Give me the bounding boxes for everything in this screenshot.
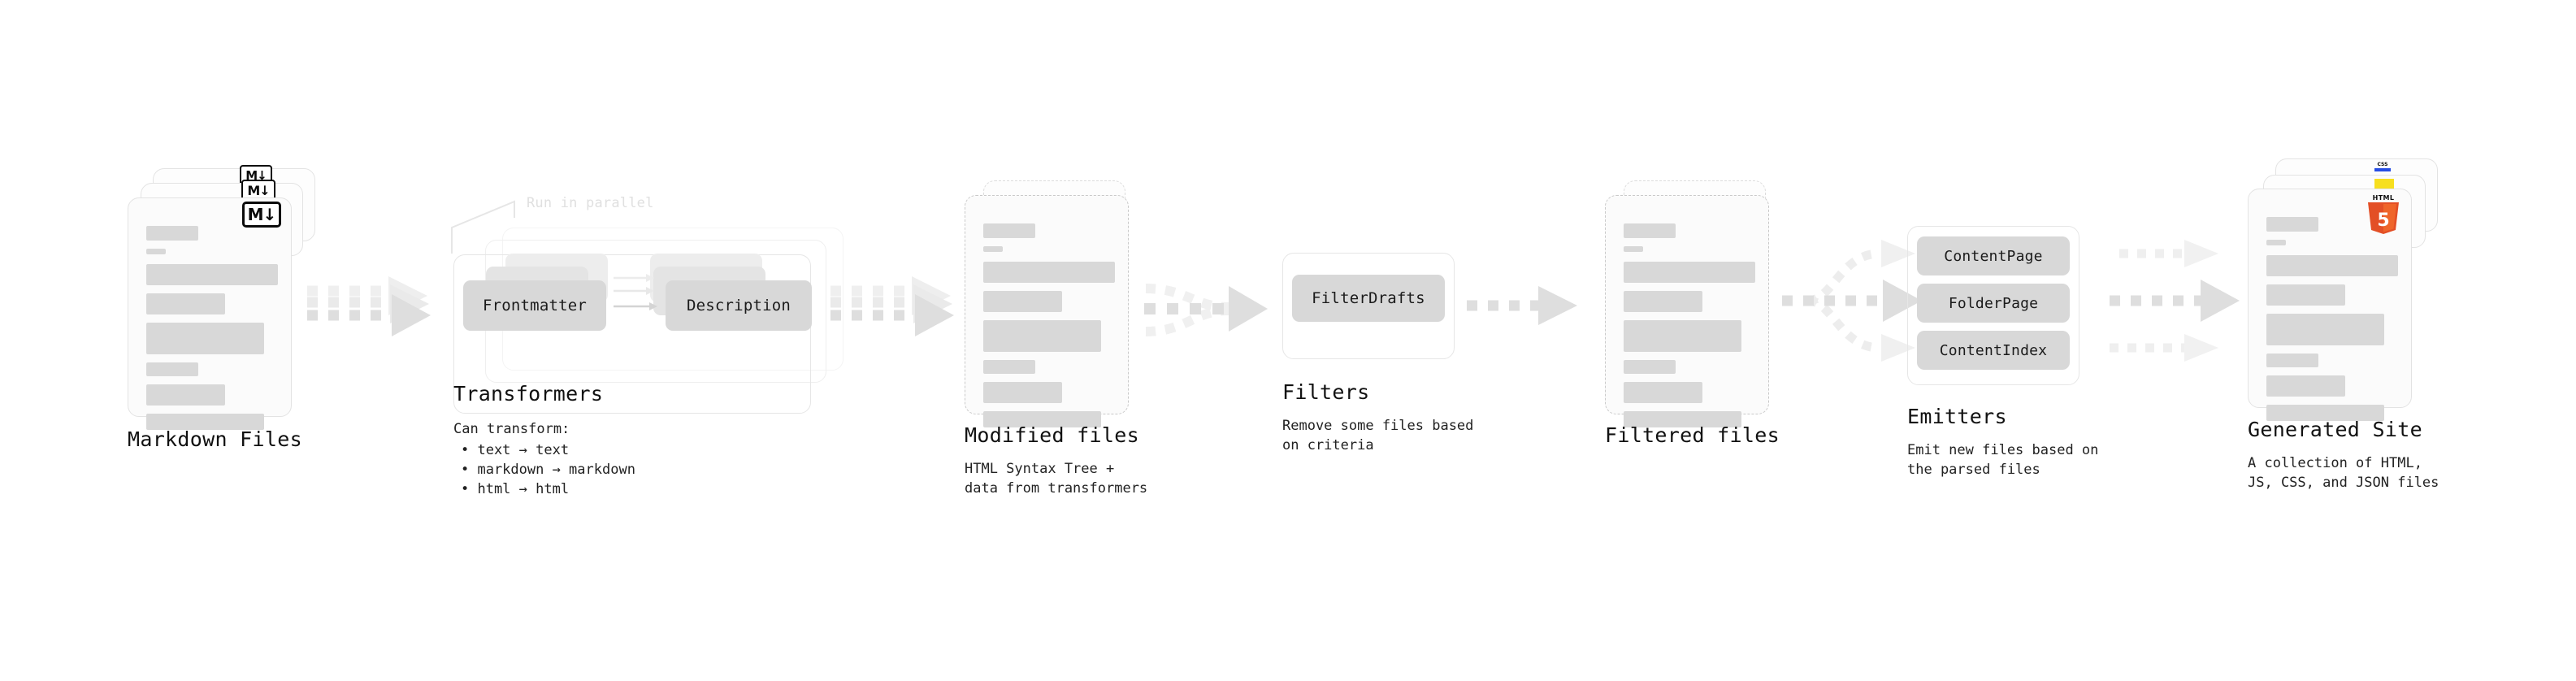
content-bar (983, 291, 1062, 312)
arrow-modified-to-filters (1144, 284, 1268, 336)
arrow-emitters-to-site (2110, 240, 2240, 362)
bullet-item: • text → text (461, 442, 570, 458)
content-bar (983, 382, 1062, 403)
content-bar (2266, 217, 2318, 232)
transformers-bullets: • text → text • markdown → markdown • ht… (461, 440, 635, 499)
stage-title-generated-site: Generated Site (2248, 418, 2422, 441)
emitter-chip-contentindex[interactable]: ContentIndex (1917, 331, 2070, 370)
run-in-parallel-bracket (451, 200, 515, 254)
arrow-filtered-to-emitters (1782, 240, 1922, 362)
stage-subtitle-modified-files: HTML Syntax Tree + data from transformer… (965, 461, 1148, 497)
content-bar (2266, 314, 2384, 345)
bullet-item: • html → html (461, 481, 570, 497)
filters-group (1282, 253, 1455, 359)
html5-shield: 5 (2368, 202, 2399, 234)
content-bar (146, 264, 278, 285)
emitter-chip-contentpage[interactable]: ContentPage (1917, 236, 2070, 275)
bullet-item: • markdown → markdown (461, 462, 635, 478)
content-bar (2266, 354, 2318, 367)
content-bar (1624, 411, 1741, 427)
stage-subtitle-generated-site: A collection of HTML, JS, CSS, and JSON … (2248, 455, 2439, 491)
site-card-content (2266, 217, 2398, 429)
run-in-parallel-label: Run in parallel (527, 195, 654, 211)
content-bar (983, 360, 1035, 374)
modified-card-content (983, 223, 1115, 436)
arrow-markdown-to-transformers (307, 276, 431, 336)
content-bar (1624, 262, 1755, 283)
emitter-chip-folderpage[interactable]: FolderPage (1917, 284, 2070, 323)
markdown-icon: M↓ (242, 202, 281, 228)
content-bar (146, 293, 225, 314)
stage-title-filtered-files: Filtered files (1605, 423, 1780, 447)
transformer-inner-arrows (614, 274, 657, 310)
content-bar (2266, 375, 2345, 397)
content-bar (146, 414, 264, 430)
transformer-group-front (453, 254, 811, 414)
markdown-card-front (128, 197, 292, 430)
stage-title-emitters: Emitters (1907, 405, 2007, 428)
content-bar (983, 320, 1101, 352)
filtered-card-content (1624, 223, 1755, 436)
content-bar (1624, 291, 1702, 312)
content-bar (146, 323, 264, 354)
arrow-transformers-to-modified (830, 276, 954, 336)
stage-title-transformers: Transformers (453, 382, 604, 406)
stage-title-markdown-files: Markdown Files (128, 427, 302, 451)
content-bar (1624, 382, 1702, 403)
filtered-card-front (1605, 195, 1769, 427)
stage-title-filters: Filters (1282, 380, 1370, 404)
html5-digit: 5 (2377, 210, 2389, 231)
content-bar (1624, 320, 1741, 352)
modified-card-front (965, 195, 1129, 427)
content-bar (2266, 284, 2345, 306)
stage-subtitle-filters: Remove some files based on criteria (1282, 418, 1474, 453)
content-bar (146, 249, 166, 254)
content-bar (983, 411, 1101, 427)
content-bar (2266, 255, 2398, 276)
transformer-chip-frontmatter[interactable]: Frontmatter (463, 280, 606, 331)
transformer-chip-description[interactable]: Description (666, 280, 812, 331)
stage-title-modified-files: Modified files (965, 423, 1139, 447)
content-bar (146, 362, 198, 376)
content-bar (983, 246, 1003, 252)
content-bar (2266, 405, 2384, 421)
content-bar (1624, 360, 1676, 374)
css-icon-label: CSS (2377, 162, 2388, 167)
content-bar (146, 384, 225, 406)
stage-subtitle-transformers: Can transform: (453, 421, 570, 437)
html5-icon: HTML 5 (2366, 194, 2400, 235)
emitters-group (1907, 226, 2079, 385)
content-bar (983, 223, 1035, 238)
filter-chip-filterdrafts[interactable]: FilterDrafts (1292, 275, 1445, 322)
arrow-filters-to-filtered (1467, 286, 1577, 325)
content-bar (1624, 246, 1643, 252)
markdown-card-content (146, 226, 278, 438)
content-bar (2266, 240, 2286, 245)
css-icon: CSS (2374, 162, 2391, 171)
content-bar (146, 226, 198, 241)
html5-icon-label: HTML (2372, 194, 2395, 202)
stage-subtitle-emitters: Emit new files based on the parsed files (1907, 442, 2099, 478)
content-bar (1624, 223, 1676, 238)
content-bar (983, 262, 1115, 283)
